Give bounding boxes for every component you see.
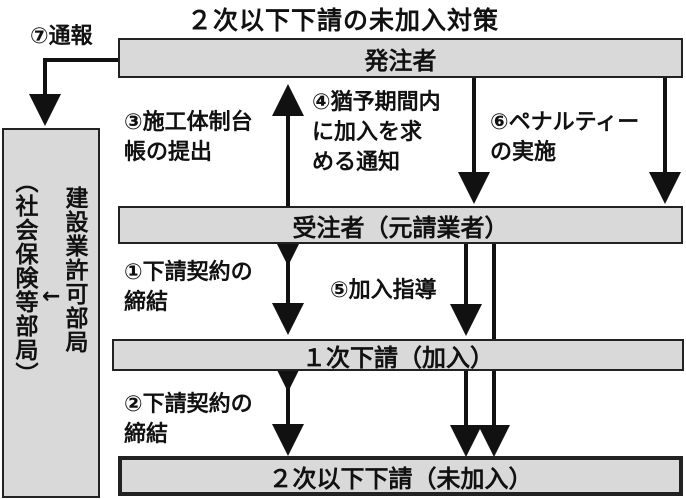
orderer-box: 発注者 xyxy=(118,38,683,78)
submit-ledger-label: ③施工体制台 帳の提出 xyxy=(124,110,253,165)
dept-arrow-glyph: ← xyxy=(42,284,61,309)
subcontract-1-label: ①下請契約の 締結 xyxy=(124,260,253,315)
penalty-label: ⑥ペナルティー の実施 xyxy=(490,110,640,165)
sub1-box: １次下請（加入） xyxy=(112,339,684,372)
subcontract-2-label: ②下請契約の 締結 xyxy=(124,392,253,447)
construction-dept-label: 建設業許可部局 xyxy=(61,186,87,354)
orderer-label: 発注者 xyxy=(364,46,437,75)
deferral-notice-label: ④猶予期間内 に加入を求 める通知 xyxy=(312,90,441,175)
insurance-dept-label: （社会保険等部局） xyxy=(11,170,37,386)
guidance-label: ⑤加入指導 xyxy=(330,278,437,303)
sub2-box: ２次以下下請（未加入） xyxy=(118,456,683,496)
sub2-label: ２次以下下請（未加入） xyxy=(268,464,533,493)
contractor-label: 受注者（元請業者） xyxy=(292,213,509,242)
department-box: 建設業許可部局 ← （社会保険等部局） xyxy=(2,128,100,498)
notify-label: ⑦通報 xyxy=(30,24,93,49)
sub1-label: １次下請（加入） xyxy=(302,343,494,372)
notify-arrow xyxy=(29,58,118,126)
diagram-title: ２次以下下請の未加入対策 xyxy=(186,6,499,35)
contractor-box: 受注者（元請業者） xyxy=(118,206,683,244)
